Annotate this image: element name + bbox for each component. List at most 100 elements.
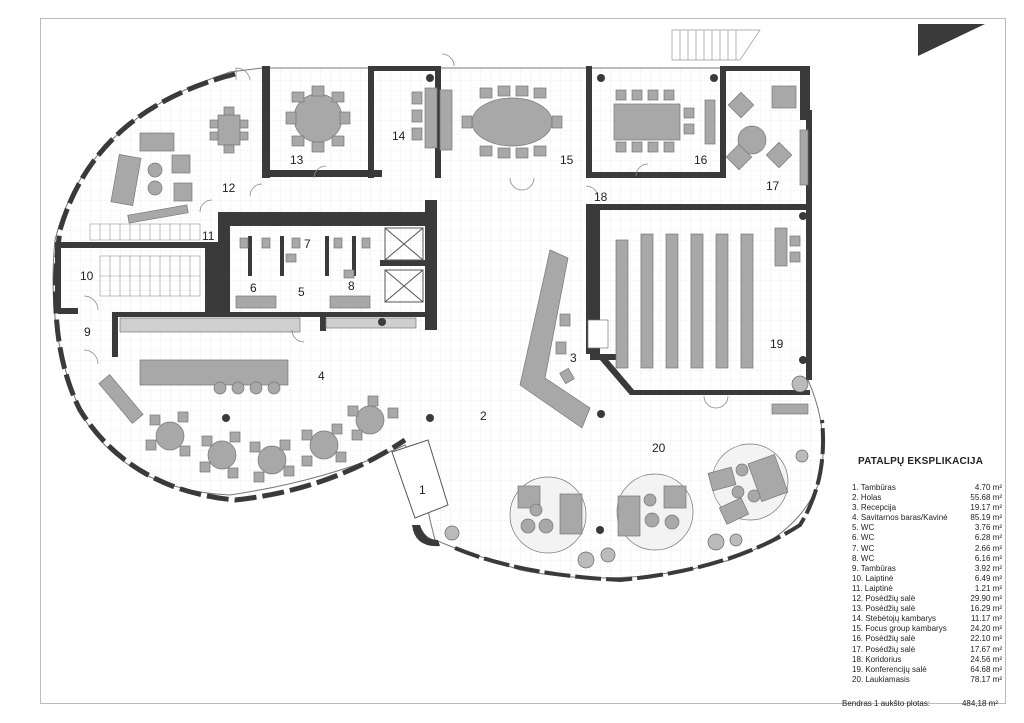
legend-title: PATALPŲ EKSPLIKACIJA [858, 456, 984, 467]
legend-room-name: 1. Tambūras [852, 483, 896, 492]
legend-total: Bendras 1 aukšto plotas: 484,18 m² [842, 699, 998, 708]
legend-row: 5. WC 3.76 m² [852, 523, 1002, 533]
legend-room-name: 12. Posėdžių salė [852, 594, 916, 604]
room-number: 17 [766, 179, 780, 193]
legend-row: 11. Laiptinė 1.21 m² [852, 584, 1002, 594]
legend-room-area: 3.92 m² [974, 563, 1002, 573]
legend-room-name: 6. WC [852, 533, 875, 543]
elevators [384, 227, 424, 303]
legend-room-name: 20. Laukiamasis [852, 674, 910, 684]
legend-room-name: 10. Laiptinė [852, 573, 894, 583]
legend-row: 19. Konferencijų salė 64.68 m² [852, 665, 1002, 675]
legend-row: 16. Posėdžių salė 22.10 m² [852, 634, 1002, 644]
legend-room-name: 17. Posėdžių salė [852, 644, 916, 654]
room-number: 2 [480, 409, 487, 423]
columns [222, 74, 807, 534]
legend-room-area: 16.29 m² [970, 604, 1002, 614]
furniture [98, 85, 809, 554]
legend-room-area: 3.76 m² [974, 523, 1002, 533]
legend-row: 6. WC 6.28 m² [852, 533, 1002, 543]
legend-row: 4. Savitarnos baras/Kavinė 85.19 m² [852, 513, 1002, 523]
legend-room-name: 14. Stebėtojų kambarys [852, 614, 937, 624]
legend-row: 10. Laiptinė 6.49 m² [852, 574, 1002, 584]
legend-row: 18. Koridorius 24.56 m² [852, 655, 1002, 665]
walls [55, 66, 812, 547]
doors [83, 53, 729, 409]
interior-stairs [89, 223, 201, 297]
legend-room-area: 85.19 m² [970, 513, 1002, 523]
legend-row: 17. Posėdžių salė 17.67 m² [852, 645, 1002, 655]
legend-row: 9. Tambūras 3.92 m² [852, 564, 1002, 574]
legend-room-name: 16. Posėdžių salė [852, 634, 916, 644]
legend-room-name: 7. WC [852, 543, 875, 553]
exterior-stair [671, 29, 761, 61]
legend-room-area: 29.90 m² [970, 594, 1002, 604]
legend-room-name: 9. Tambūras [852, 563, 896, 573]
legend-room-area: 24.56 m² [970, 654, 1002, 664]
room-number: 13 [290, 153, 304, 167]
total-area-value: 484,18 m² [961, 698, 998, 708]
legend-room-name: 5. WC [852, 523, 875, 533]
legend-row: 2. Holas 55.68 m² [852, 493, 1002, 503]
floor-area [52, 67, 824, 579]
legend-room-name: 3. Recepcija [852, 503, 897, 513]
room-number: 19 [770, 337, 784, 351]
room-labels: 1 2 3 4 5 6 7 8 9 10 11 12 13 14 15 16 1… [80, 129, 784, 497]
legend-room-area: 2.66 m² [974, 543, 1002, 553]
legend-room-area: 17.67 m² [970, 644, 1002, 654]
room-number: 3 [570, 351, 577, 365]
legend-room-area: 6.28 m² [974, 533, 1002, 543]
legend-room-name: 11. Laiptinė [852, 583, 893, 593]
legend-room-area: 78.17 m² [970, 674, 1002, 684]
room-number: 14 [392, 129, 406, 143]
legend-room-area: 6.16 m² [974, 553, 1002, 563]
legend-row: 1. Tambūras 4.70 m² [852, 483, 1002, 493]
legend-room-area: 11.17 m² [971, 614, 1002, 624]
drawing-frame [40, 18, 1006, 704]
legend-room-area: 1.21 m² [974, 583, 1002, 593]
legend-row: 12. Posėdžių salė 29.90 m² [852, 594, 1002, 604]
room-number: 1 [419, 483, 426, 497]
room-number: 8 [348, 279, 355, 293]
legend-room-name: 19. Konferencijų salė [852, 664, 927, 674]
room-legend: PATALPŲ EKSPLIKACIJA 1. Tambūras 4.70 m² … [842, 456, 1002, 708]
room-number: 11 [202, 229, 215, 243]
room-number: 10 [80, 269, 94, 283]
legend-room-name: 13. Posėdžių salė [852, 604, 916, 614]
room-number: 5 [298, 285, 305, 299]
room-number: 12 [222, 181, 236, 195]
legend-row: 15. Focus group kambarys 24.20 m² [852, 624, 1002, 634]
legend-row: 7. WC 2.66 m² [852, 544, 1002, 554]
east-curtain-wall [454, 419, 826, 583]
room-number: 15 [560, 153, 574, 167]
total-area-label: Bendras 1 aukšto plotas: [842, 698, 931, 708]
legend-room-area: 6.49 m² [974, 573, 1002, 583]
room-number: 16 [694, 153, 708, 167]
legend-room-name: 2. Holas [852, 493, 882, 503]
legend-room-area: 24.20 m² [970, 624, 1002, 634]
west-curtain-wall [53, 71, 407, 503]
vestibule-1 [391, 439, 449, 519]
legend-room-name: 18. Koridorius [852, 654, 902, 664]
legend-rows: 1. Tambūras 4.70 m² 2. Holas 55.68 m² 3. R… [852, 483, 1002, 685]
legend-room-area: 4.70 m² [974, 483, 1002, 492]
north-arrow-mark [918, 24, 985, 56]
legend-room-area: 64.68 m² [970, 664, 1002, 674]
legend-row: 14. Stebėtojų kambarys 11.17 m² [852, 614, 1002, 624]
legend-row: 3. Recepcija 19.17 m² [852, 503, 1002, 513]
room-number: 4 [318, 369, 325, 383]
room-number: 9 [84, 325, 91, 339]
legend-room-name: 4. Savitarnos baras/Kavinė [852, 513, 948, 523]
legend-room-name: 15. Focus group kambarys [852, 624, 947, 634]
legend-room-area: 55.68 m² [970, 493, 1002, 503]
room-number: 6 [250, 281, 257, 295]
room-number: 18 [594, 190, 608, 204]
legend-room-area: 22.10 m² [970, 634, 1002, 644]
room-number: 7 [304, 237, 311, 251]
plants [444, 375, 809, 569]
legend-row: 20. Laukiamasis 78.17 m² [852, 675, 1002, 685]
room-number: 20 [652, 441, 666, 455]
legend-room-area: 19.17 m² [970, 503, 1002, 513]
